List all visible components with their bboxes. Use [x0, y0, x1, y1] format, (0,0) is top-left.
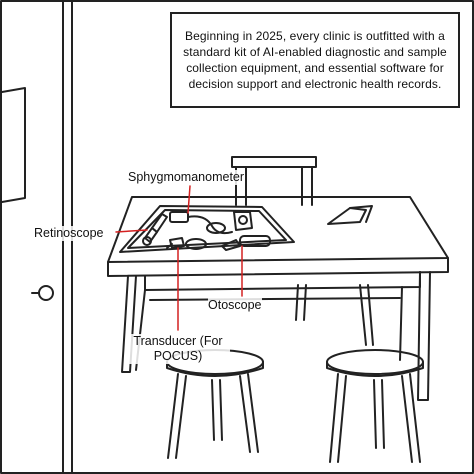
caption-box: Beginning in 2025, every clinic is outfi…: [170, 12, 460, 108]
leader-sphygmomanometer: [187, 185, 191, 214]
laptop: [327, 205, 373, 225]
pulse-oximeter-device: [185, 238, 207, 250]
stool-left: [166, 349, 264, 459]
chair: [231, 156, 374, 346]
label-otoscope: Otoscope: [208, 298, 262, 313]
caption-text: Beginning in 2025, every clinic is outfi…: [183, 29, 447, 91]
thermometer-device: [206, 222, 226, 234]
label-sphygmomanometer: Sphygmomanometer: [128, 170, 245, 185]
sphygmomanometer-device: [169, 211, 253, 235]
wall-sign: [1, 87, 26, 203]
retinoscope-device: [142, 213, 168, 246]
instrument-tray: [119, 205, 295, 253]
stool-right: [326, 349, 424, 463]
leader-retinoscope: [115, 229, 148, 233]
otoscope-device: [221, 235, 271, 251]
instruments: [142, 211, 271, 251]
leader-lines: [115, 185, 243, 331]
door-knob: [38, 285, 54, 301]
label-retinoscope: Retinoscope: [34, 226, 104, 241]
transducer-device: [166, 237, 185, 249]
label-transducer: Transducer (For POCUS): [126, 334, 230, 364]
